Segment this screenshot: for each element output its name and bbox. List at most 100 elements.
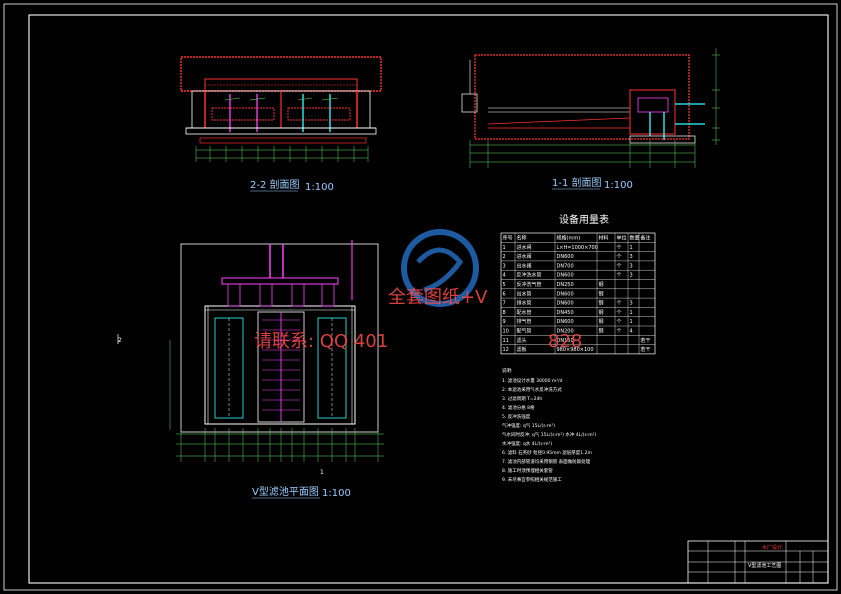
equipment-table-cell: 排水管: [517, 300, 532, 307]
equipment-table-cell: 钢: [599, 290, 604, 297]
plan-title: V型滤池平面图: [252, 485, 319, 498]
equipment-table-title: 设备用量表: [559, 213, 609, 226]
notes-line: 气冲强度: q气 15L/(s·m²): [502, 422, 555, 429]
plan-view: 2 1: [117, 240, 384, 476]
equipment-table-cell: 排气管: [517, 318, 532, 325]
equipment-table-cell: 3: [503, 263, 506, 269]
equipment-table-cell: 个: [617, 273, 622, 279]
equipment-table-header-cell: 名称: [517, 235, 527, 242]
equipment-table-cell: 钢: [599, 281, 604, 288]
equipment-table-header-cell: 备注: [641, 235, 651, 242]
equipment-table-frame: [500, 232, 656, 355]
equipment-table-cell: 1: [503, 245, 506, 251]
equipment-table-header-cell: 单位: [617, 235, 627, 242]
equipment-table-cell: 7: [503, 301, 506, 307]
equipment-table-cell: 11: [503, 338, 509, 344]
notes-line: 3. 过滤周期 T=24h: [502, 395, 542, 402]
section-2-2-title: 2-2 剖面图: [250, 178, 300, 191]
equipment-table-cell: 6: [503, 291, 506, 297]
equipment-table-cell: 1: [630, 319, 633, 325]
equipment-table-cell: 8: [503, 310, 506, 316]
equipment-table-cell: L×H=1000×700: [557, 245, 598, 251]
equipment-table-cell: 滤板: [517, 346, 527, 353]
equipment-table-cell: 配水管: [517, 309, 532, 316]
equipment-table-cell: DN600: [557, 291, 574, 297]
equipment-table-cell: 进水闸: [517, 244, 532, 251]
equipment-table-cell: DN250: [557, 282, 574, 288]
notes-line: 气水同时反冲: q气 15L/(s·m²) 水冲 4L/(s·m²): [502, 431, 596, 438]
equipment-table-cell: 钢: [599, 318, 604, 325]
equipment-table-header-cell: 规格(mm): [557, 235, 581, 242]
notes-line: 9. 未尽事宜参照相关规范施工: [502, 476, 562, 483]
equipment-table-cell: 个: [617, 263, 622, 269]
equipment-table-cell: 个: [617, 301, 622, 307]
section-2-2: [180, 56, 382, 162]
svg-text:1: 1: [320, 469, 324, 476]
equipment-table-cell: 反冲洗气管: [517, 281, 542, 288]
equipment-table-cell: 2: [503, 254, 506, 260]
equipment-table-cell: 个: [617, 319, 622, 325]
watermark-line-2: 请联系: QQ 401: [254, 331, 388, 352]
equipment-table-cell: 个: [617, 254, 622, 260]
equipment-table-header-cell: 序号: [503, 235, 513, 242]
equipment-table-cell: DN600: [557, 301, 574, 307]
equipment-table-cell: 进水阀: [517, 253, 532, 260]
equipment-table-cell: 4: [630, 329, 633, 335]
equipment-table-cell: 9: [503, 319, 506, 325]
title-block-drawing-name: V型滤池工艺图: [748, 562, 781, 569]
equipment-table-cell: DN450: [557, 310, 574, 316]
equipment-table-cell: DN200: [557, 329, 574, 335]
equipment-table-cell: DN600: [557, 254, 574, 260]
notes-line: 5. 反冲洗强度: [502, 413, 531, 420]
equipment-table-cell: 钢: [599, 328, 604, 335]
notes-line: 4. 滤池分格 8格: [502, 404, 535, 411]
notes-line: 7. 滤池内部管道均采用钢管 表面做防腐处理: [502, 458, 591, 465]
equipment-table-cell: 12: [503, 347, 509, 353]
equipment-table-cell: 3: [630, 273, 633, 279]
notes-line: 8. 施工时须预埋相关套管: [502, 467, 553, 474]
notes-block: 说明: 1. 滤池设计水量 30000 m³/d 2. 本滤池采用气水反冲洗方式 3.…: [502, 367, 596, 483]
equipment-table-cell: 个: [617, 329, 622, 335]
equipment-table-cell: DN600: [557, 319, 574, 325]
watermark-digits: 828: [548, 331, 582, 352]
notes-line: 水冲强度: q水 4L/(s·m²): [502, 440, 552, 447]
notes-line: 2. 本滤池采用气水反冲洗方式: [502, 386, 562, 393]
equipment-table-cell: 配气管: [517, 328, 532, 335]
equipment-table-cell: 4: [503, 273, 506, 279]
svg-text:2: 2: [118, 337, 122, 344]
title-block: V型滤池工艺图 水厂设计: [687, 540, 829, 584]
equipment-table-cell: 个: [617, 245, 622, 251]
plan-scale: 1:100: [322, 488, 351, 499]
title-block-project: 水厂设计: [762, 544, 782, 551]
equipment-table-cell: 出水管: [517, 290, 532, 297]
equipment-table-cell: 1: [630, 310, 633, 316]
outer-frame: [3, 3, 838, 591]
notes-header: 说明:: [502, 367, 513, 374]
watermark-line-1: 全套图纸+V: [388, 287, 488, 308]
equipment-table-cell: 出水阀: [517, 262, 532, 269]
watermark: 全套图纸+V 请联系: QQ 401 828: [254, 287, 582, 352]
section-1-1-title: 1-1 剖面图: [552, 176, 602, 189]
equipment-table-cell: 1: [630, 245, 633, 251]
equipment-table-header-cell: 材料: [599, 235, 609, 242]
section-1-1: [461, 48, 720, 168]
equipment-table-cell: DN700: [557, 263, 574, 269]
equipment-table-cell: 个: [617, 310, 622, 316]
equipment-table-cell: 若干: [641, 346, 651, 353]
section-2-2-scale: 1:100: [305, 182, 334, 193]
equipment-table-cell: DN150: [557, 338, 574, 344]
equipment-table-cell: 3: [630, 254, 633, 260]
equipment-table-cell: 钢: [599, 300, 604, 307]
notes-line: 6. 滤料 石英砂 粒径0.95mm 滤层厚度1.2m: [502, 449, 592, 456]
section-1-1-scale: 1:100: [604, 180, 633, 191]
equipment-table-cell: 若干: [641, 337, 651, 344]
equipment-table-cell: DN600: [557, 273, 574, 279]
equipment-table-cell: 10: [503, 329, 509, 335]
equipment-table-cell: 3: [630, 301, 633, 307]
equipment-table-cell: 滤头: [517, 337, 527, 344]
notes-line: 1. 滤池设计水量 30000 m³/d: [502, 377, 563, 384]
equipment-table-cell: 5: [503, 282, 506, 288]
logo-icon: [401, 229, 479, 307]
